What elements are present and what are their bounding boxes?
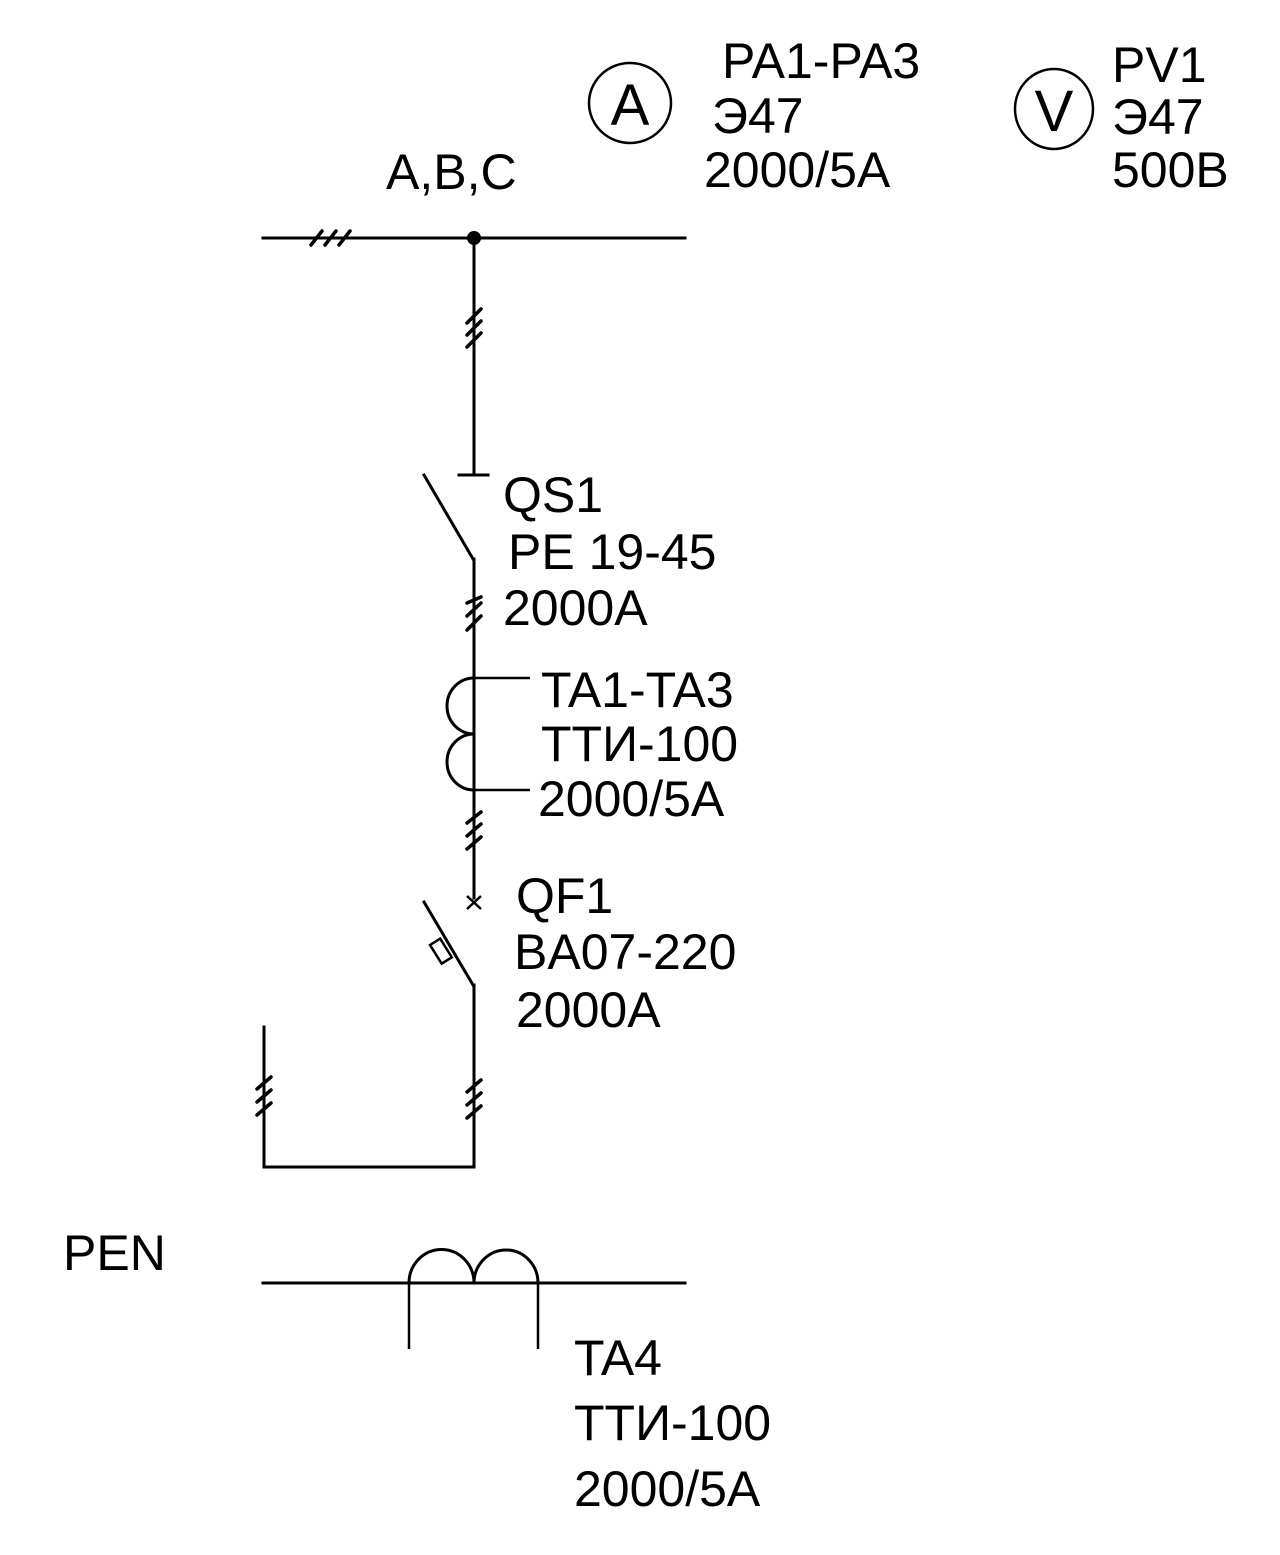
breaker-designation: QF1: [516, 868, 613, 924]
bus-label: A,B,C: [386, 144, 517, 200]
voltmeter-type: Э47: [1112, 89, 1204, 145]
busbar-three-phase-ticks: [309, 229, 352, 247]
feeder-three-phase-ticks-2: [465, 595, 483, 632]
disconnector-type: PE 19-45: [508, 524, 716, 580]
disconnector-rating: 2000A: [503, 580, 648, 636]
voltmeter-rating: 500B: [1112, 142, 1229, 198]
disconnector-designation: QS1: [503, 467, 603, 523]
voltmeter-circle: [1013, 67, 1095, 151]
ct-type: ТТИ-100: [541, 716, 738, 772]
pen-ct-designation: TA4: [574, 1330, 662, 1386]
feeder-three-phase-ticks-3: [465, 810, 483, 851]
ct-rating: 2000/5A: [538, 771, 725, 827]
disconnector-symbol: [421, 472, 490, 562]
ammeter-symbol: A: [587, 61, 673, 145]
feeder-three-phase-ticks-1: [465, 307, 483, 349]
pen-ct-rating: 2000/5A: [574, 1461, 761, 1517]
ammeter-type: Э47: [712, 88, 804, 144]
voltmeter-letter: V: [1035, 79, 1074, 144]
circuit-breaker-symbol: [421, 895, 482, 988]
pen-ct-symbol: [407, 1247, 540, 1349]
ct-designation: TA1-TA3: [541, 662, 734, 718]
ammeter-designation: PA1-PA3: [722, 33, 920, 89]
output-wire-loop: [262, 983, 476, 1169]
voltmeter-designation: PV1: [1112, 37, 1207, 93]
pen-ct-type: ТТИ-100: [574, 1395, 771, 1451]
output-three-phase-ticks-left: [255, 1075, 273, 1117]
ammeter-rating: 2000/5A: [704, 142, 891, 198]
pen-label: PEN: [63, 1225, 166, 1281]
breaker-type: BA07-220: [514, 924, 736, 980]
ammeter-letter: A: [611, 73, 650, 138]
breaker-rating: 2000A: [516, 982, 661, 1038]
current-transformer-symbol: [445, 676, 530, 792]
voltmeter-symbol: V: [1013, 67, 1095, 151]
ammeter-circle: [587, 61, 673, 145]
output-three-phase-ticks-right: [465, 1078, 483, 1120]
